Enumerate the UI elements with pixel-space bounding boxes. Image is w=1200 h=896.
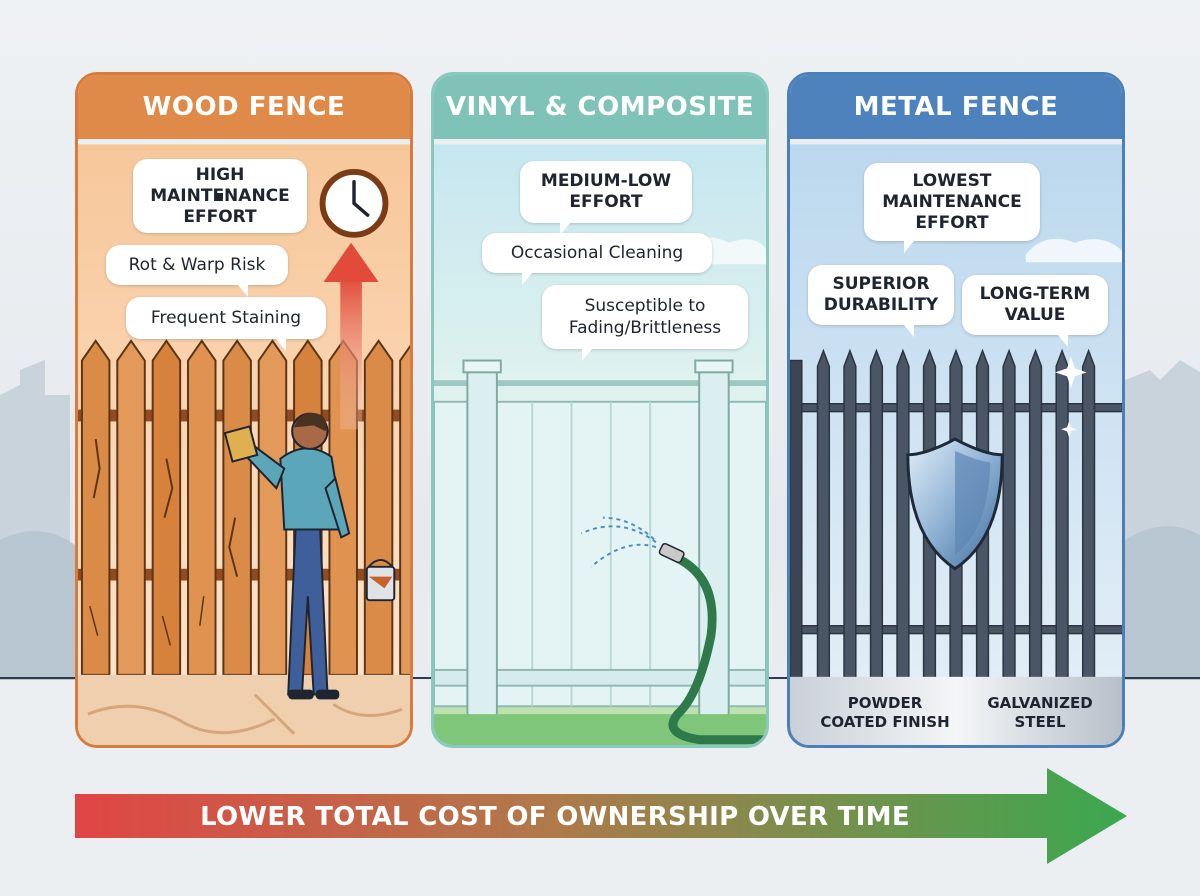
metal-value-line: VALUE (1004, 305, 1066, 325)
wood-effort-line: HIGH (195, 164, 245, 185)
clock-icon (319, 168, 389, 238)
metal-fence-title: METAL FENCE (790, 75, 1122, 139)
person-icon (223, 412, 351, 700)
wood-fence-panel: WOOD FENCE (75, 72, 413, 748)
metal-value-bubble: LONG-TERM VALUE (962, 275, 1108, 347)
up-arrow-icon (323, 242, 379, 430)
cost-banner-text: LOWER TOTAL COST OF OWNERSHIP OVER TIME (200, 802, 910, 832)
wood-effort-bubble: HIGH MAINTENANCE EFFORT (133, 159, 307, 233)
wood-effort-line: MAINTENANCE (150, 185, 290, 206)
powder-coated-label: POWDER COATED FINISH (810, 694, 960, 732)
sparkle-icon (1055, 356, 1087, 438)
shield-icon (906, 437, 1004, 571)
metal-effort-line: LOWEST (912, 170, 992, 191)
paint-can-icon (365, 558, 396, 602)
wood-staining-bubble: Frequent Staining (126, 297, 326, 351)
wood-fence-scene (78, 144, 410, 745)
vinyl-effort-line: MEDIUM-LOW (540, 171, 672, 191)
metal-value-line: LONG-TERM (979, 284, 1091, 304)
vinyl-effort-line: EFFORT (569, 192, 643, 212)
vinyl-cleaning-bubble: Occasional Cleaning (482, 233, 712, 285)
vinyl-fence-scene (434, 144, 766, 745)
vinyl-fading-line: Fading/Brittleness (568, 318, 722, 338)
vinyl-fading-line: Susceptible to (584, 296, 706, 316)
metal-effort-line: EFFORT (915, 212, 989, 233)
galvanized-steel-line: STEEL (1014, 713, 1066, 731)
metal-durability-bubble: SUPERIOR DURABILITY (808, 265, 954, 337)
metal-durability-line: SUPERIOR (832, 274, 930, 294)
powder-coated-line: POWDER (847, 694, 923, 712)
metal-fence (790, 348, 1122, 745)
wood-rot-bubble: Rot & Warp Risk (106, 245, 288, 297)
wood-effort-line: EFFORT (183, 206, 257, 227)
metal-fence-panel: METAL FENCE (787, 72, 1125, 748)
galvanized-steel-line: GALVANIZED (987, 694, 1093, 712)
metal-effort-line: MAINTENANCE (882, 191, 1022, 212)
cost-arrow-banner (75, 768, 1127, 864)
powder-coated-line: COATED FINISH (820, 713, 950, 731)
metal-durability-line: DURABILITY (823, 295, 939, 315)
metal-effort-bubble: LOWEST MAINTENANCE EFFORT (864, 163, 1040, 253)
galvanized-steel-label: GALVANIZED STEEL (970, 694, 1110, 732)
hose-icon (580, 516, 766, 745)
vinyl-fading-bubble: Susceptible to Fading/Brittleness (542, 285, 748, 361)
wood-fence-title: WOOD FENCE (78, 75, 410, 139)
metal-fence-scene (790, 144, 1122, 745)
vinyl-composite-title: VINYL & COMPOSITE (434, 75, 766, 139)
vinyl-fence (434, 359, 766, 743)
vinyl-composite-panel: VINYL & COMPOSITE (431, 72, 769, 748)
vinyl-effort-bubble: MEDIUM-LOW EFFORT (520, 161, 692, 235)
